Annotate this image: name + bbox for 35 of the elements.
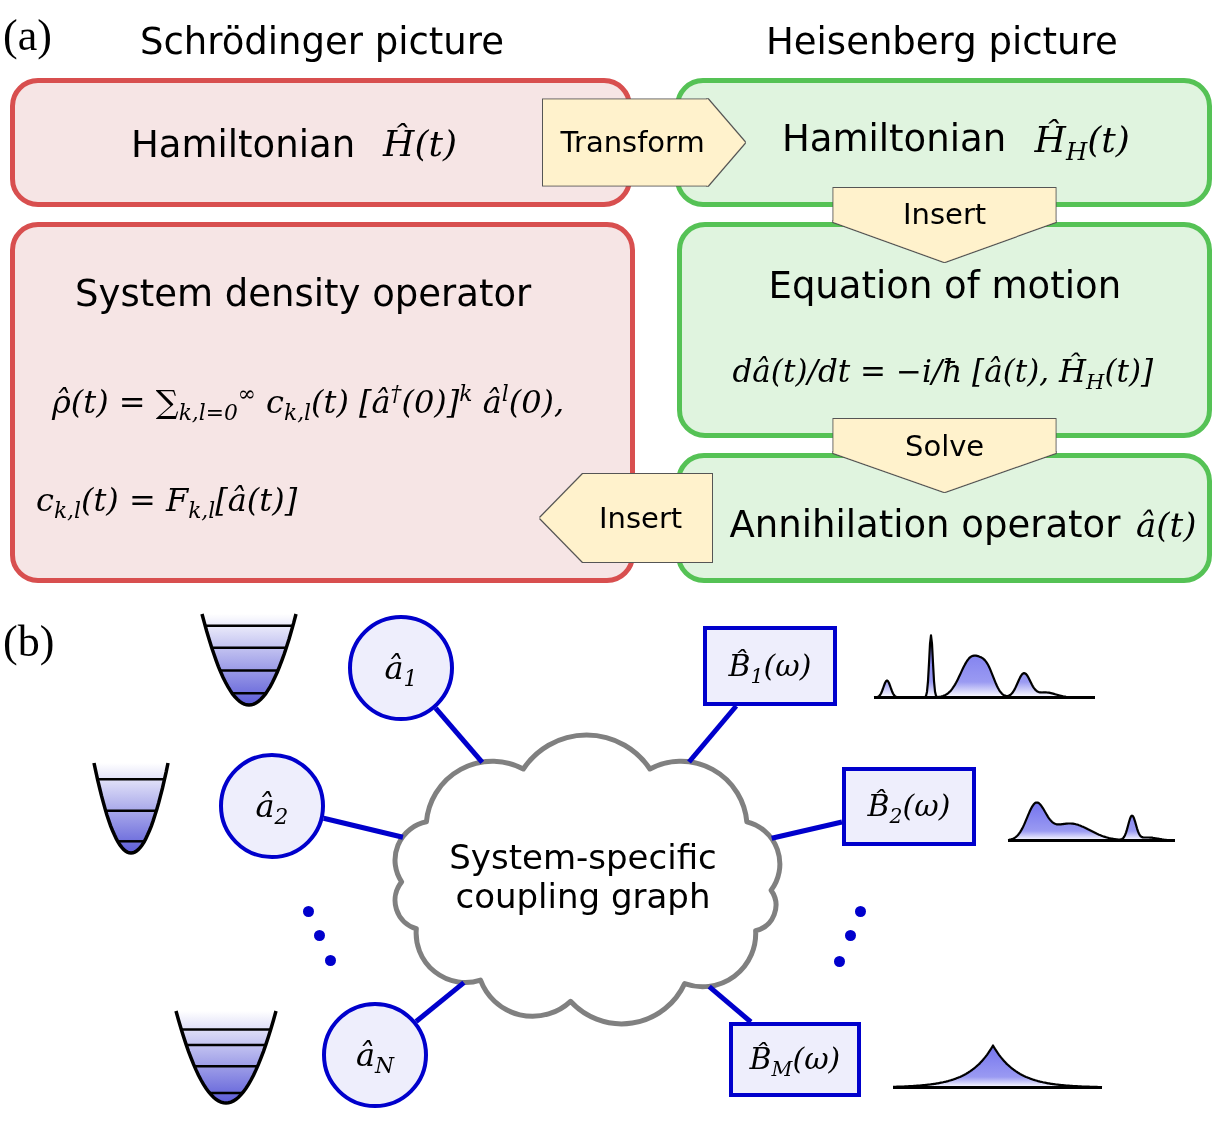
connector-line [414, 980, 466, 1024]
node-label: System-specific coupling graph [448, 838, 718, 917]
math-symbol: â$_{2}$ [255, 787, 289, 825]
connector-line [323, 815, 404, 840]
math-symbol: B̂$_{1}$(ω) [728, 648, 812, 683]
edge-label: Solve [905, 429, 985, 463]
math-symbol: B̂$_{M}$(ω) [749, 1042, 841, 1077]
math-expression: dâ(t)/dt = −i/ħ [â(t), Ĥ$_{H}$(t)] [732, 354, 1154, 390]
math-expression: c$_{k,l}$(t) = F$_{k,l}$[â(t)] [36, 481, 298, 519]
connector-line [687, 704, 739, 764]
panel-label: (b) [3, 616, 55, 668]
edge-label: Insert [599, 501, 683, 535]
box-title: Equation of motion [768, 264, 1122, 308]
connector-line [433, 706, 485, 764]
column-heading: Heisenberg picture [766, 20, 1118, 64]
operator-box [842, 767, 976, 846]
box-title: System density operator [75, 272, 532, 316]
operator-box [729, 1022, 861, 1097]
panel-label: (a) [3, 10, 52, 62]
box-title: Annihilation operator [729, 503, 1121, 547]
math-symbol: â$_{1}$ [384, 649, 418, 687]
connector-line [707, 984, 753, 1024]
edge-label: Insert [903, 197, 987, 231]
edge-label: Transform [560, 126, 705, 160]
box-title: Hamiltonian [131, 123, 356, 167]
math-expression: Ĥ$_{H}$(t) [1034, 118, 1130, 160]
box-title: Hamiltonian [782, 117, 1007, 161]
math-expression: ρ̂(t) = ∑$_{k,l=0}$$^{∞}$ c$_{k,l}$(t) [â$^{†}$(0)]$^{k}$ â$^{l}$(0), [52, 383, 565, 421]
math-symbol: â$_{N}$ [356, 1036, 395, 1074]
operator-box [703, 626, 837, 706]
math-expression: Ĥ(t) [383, 122, 457, 164]
math-expression: â(t) [1136, 505, 1197, 545]
column-heading: Schrödinger picture [140, 20, 504, 64]
math-symbol: B̂$_{2}$(ω) [867, 789, 951, 824]
connector-line [771, 819, 843, 841]
